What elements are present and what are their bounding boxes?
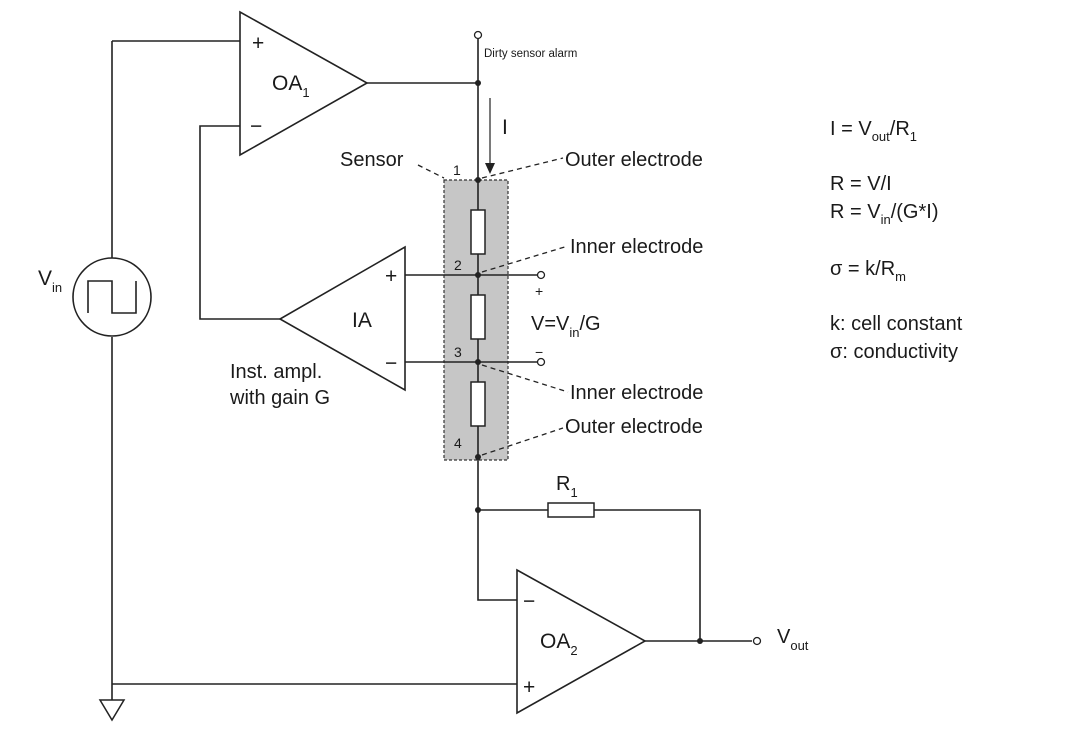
node-4-label: 4 xyxy=(454,435,462,451)
wires xyxy=(111,38,752,700)
oa1-plus: + xyxy=(252,32,264,55)
v-minus-terminal xyxy=(536,357,546,367)
node-2-label: 2 xyxy=(454,257,462,273)
inst-ampl-line2: with gain G xyxy=(229,387,330,409)
sensor-label: Sensor xyxy=(340,149,404,171)
v-plus-terminal xyxy=(536,270,546,280)
vout-terminal xyxy=(752,636,762,646)
equation-resistance: R = V/I xyxy=(830,173,892,195)
square-wave-icon xyxy=(87,280,137,314)
outer-electrode-top-label: Outer electrode xyxy=(565,149,703,171)
r1-resistor xyxy=(547,502,595,518)
node-3-label: 3 xyxy=(454,344,462,360)
ia-label: IA xyxy=(352,309,372,332)
equation-resistance-gain: R = Vin/(G*I) xyxy=(830,201,938,227)
leader-lines xyxy=(417,157,569,456)
v-plus-label: + xyxy=(535,283,543,299)
oa1-opamp xyxy=(239,10,369,157)
sensor-resistor-2 xyxy=(470,294,486,340)
ia-minus: − xyxy=(385,352,397,375)
junction-dots xyxy=(475,80,703,644)
outer-electrode-bottom-label: Outer electrode xyxy=(565,416,703,438)
v-measured-label: V=Vin/G xyxy=(531,313,601,340)
sensor-resistor-3 xyxy=(470,381,486,427)
oa2-label: OA2 xyxy=(540,630,578,658)
ground-icon xyxy=(98,699,126,722)
inner-electrode-bottom-label: Inner electrode xyxy=(570,382,703,404)
inst-ampl-line1: Inst. ampl. xyxy=(230,361,322,383)
oa1-label: OA1 xyxy=(272,72,310,100)
current-label: I xyxy=(502,116,508,139)
legend-conductivity: σ: conductivity xyxy=(830,341,958,363)
vin-label: Vin xyxy=(38,267,62,295)
ia-plus: + xyxy=(385,265,397,288)
inner-electrode-top-label: Inner electrode xyxy=(570,236,703,258)
current-arrow xyxy=(485,98,495,174)
equation-current: I = Vout/R1 xyxy=(830,118,917,144)
equation-conductivity: σ = k/Rm xyxy=(830,258,906,284)
oa2-opamp xyxy=(516,568,647,715)
vout-label: Vout xyxy=(777,626,809,653)
sensor-resistor-1 xyxy=(470,209,486,255)
r1-label: R1 xyxy=(556,473,578,500)
oa2-minus: − xyxy=(523,590,535,613)
ia-amplifier xyxy=(278,245,406,392)
node-1-label: 1 xyxy=(453,162,461,178)
alarm-terminal xyxy=(473,30,483,40)
legend-cell-constant: k: cell constant xyxy=(830,313,963,335)
vin-source xyxy=(72,257,152,337)
equations-panel: I = Vout/R1 R = V/I R = Vin/(G*I) σ = k/… xyxy=(830,118,963,363)
dirty-alarm-label: Dirty sensor alarm xyxy=(484,48,577,60)
v-minus-label: − xyxy=(535,344,543,360)
oa2-plus: + xyxy=(523,676,535,699)
oa1-minus: − xyxy=(250,115,262,138)
